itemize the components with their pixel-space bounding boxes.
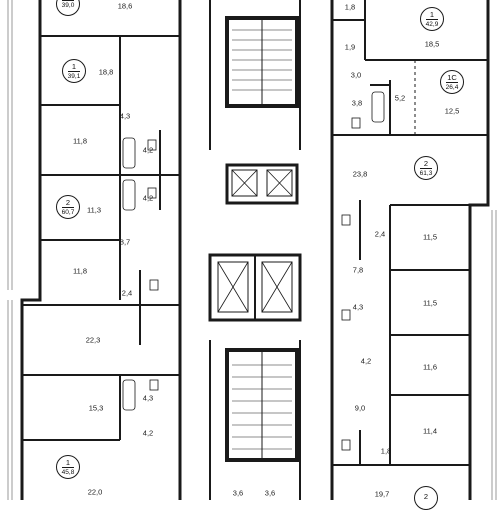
room-area: 3,0 — [350, 70, 362, 80]
room-area: 4,3 — [119, 111, 131, 121]
apartment-type: 1C — [447, 72, 457, 82]
room-area: 9,0 — [354, 403, 366, 413]
apartment-type: 2 — [65, 197, 71, 207]
room-area: 4,3 — [142, 393, 154, 403]
apartment-type: 1 — [65, 457, 71, 467]
apartment-type: 1 — [429, 9, 435, 19]
room-area: 4,2 — [142, 193, 154, 203]
room-area: 4,2 — [142, 428, 154, 438]
room-area: 11,5 — [422, 298, 438, 308]
room-area: 18,5 — [424, 39, 440, 49]
apartment-type: 2 — [423, 158, 429, 168]
apartment-badge: 2 61,3 — [414, 156, 438, 180]
room-area: 1,9 — [344, 42, 356, 52]
room-area: 2,4 — [374, 229, 386, 239]
apartment-total-area: 61,3 — [419, 167, 433, 177]
room-area: 11,5 — [422, 232, 438, 242]
room-area: 22,0 — [87, 487, 103, 497]
room-area: 3,6 — [232, 488, 244, 498]
room-area: 11,6 — [422, 362, 438, 372]
room-area: 4,2 — [142, 145, 154, 155]
room-area: 7,8 — [352, 265, 364, 275]
apartment-badge: 1 45,8 — [56, 455, 80, 479]
room-area: 2,4 — [121, 288, 133, 298]
room-area: 18,6 — [117, 1, 133, 11]
apartment-badge: 2 60,7 — [56, 195, 80, 219]
apartment-type: 2 — [423, 492, 429, 501]
apartment-type: 1 — [71, 61, 77, 71]
room-area: 22,3 — [85, 335, 101, 345]
room-area: 1,8 — [380, 446, 392, 456]
apartment-badge: 1 42,9 — [420, 7, 444, 31]
room-area: 11,8 — [72, 266, 88, 276]
apartment-total-area: 39,1 — [67, 70, 81, 80]
room-area: 18,8 — [98, 67, 114, 77]
room-area: 3,6 — [264, 488, 276, 498]
apartment-badge: 2 — [414, 486, 438, 510]
apartment-total-area: 26,4 — [445, 81, 459, 91]
room-area: 19,7 — [374, 489, 390, 499]
apartment-total-area: 39,0 — [61, 0, 75, 9]
apartment-badge: 1C 26,4 — [440, 70, 464, 94]
room-area: 8,7 — [119, 237, 131, 247]
room-area: 4,3 — [352, 302, 364, 312]
room-area: 15,3 — [88, 403, 104, 413]
room-area: 1,8 — [344, 2, 356, 12]
apartment-total-area: 42,9 — [425, 18, 439, 28]
apartment-total-area: 45,8 — [61, 466, 75, 476]
room-area: 11,4 — [422, 426, 438, 436]
room-area: 11,3 — [86, 205, 102, 215]
apartment-total-area: 60,7 — [61, 206, 75, 216]
room-area: 3,8 — [351, 98, 363, 108]
room-area: 23,8 — [352, 169, 368, 179]
apartment-badge: 1 39,1 — [62, 59, 86, 83]
room-area: 12,5 — [444, 106, 460, 116]
room-area: 11,8 — [72, 136, 88, 146]
room-area: 5,2 — [394, 93, 406, 103]
room-area: 4,2 — [360, 356, 372, 366]
